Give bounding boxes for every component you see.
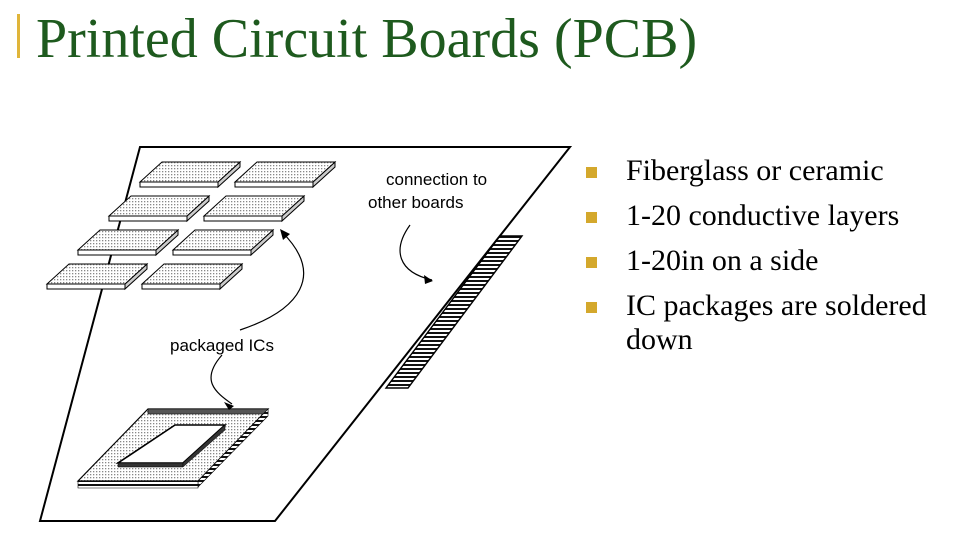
ic-chip (107, 194, 211, 223)
title-accent-bar (17, 14, 20, 58)
ic-chip (138, 160, 242, 189)
square-bullet-icon (586, 167, 597, 178)
square-bullet-icon (586, 212, 597, 223)
ic-chip (202, 194, 306, 223)
slide-title: Printed Circuit Boards (PCB) (36, 8, 698, 70)
edge-connector (384, 235, 524, 389)
label-connection-line1: connection to (386, 170, 487, 189)
large-ic-package (76, 408, 270, 489)
bullet-item: IC packages are soldered down (586, 289, 971, 357)
label-connection-line2: other boards (368, 193, 463, 212)
bullet-item: 1-20in on a side (586, 244, 971, 278)
square-bullet-icon (586, 302, 597, 313)
bullet-item: 1-20 conductive layers (586, 199, 971, 233)
arrow-to-chips (239, 231, 304, 331)
ic-chip (171, 228, 275, 257)
label-packaged-ics: packaged ICs (170, 336, 274, 355)
ic-chip (45, 262, 149, 291)
arrow-to-connector (399, 224, 433, 281)
ic-chip-grid (45, 160, 337, 291)
arrow-to-package (210, 354, 233, 405)
bullet-item: Fiberglass or ceramic (586, 154, 971, 188)
ic-chip (140, 262, 244, 291)
ic-chip (76, 228, 180, 257)
ic-chip (233, 160, 337, 189)
bullet-list: Fiberglass or ceramic 1-20 conductive la… (586, 154, 971, 368)
pcb-diagram: connection to other boards packaged ICs (38, 146, 573, 522)
square-bullet-icon (586, 257, 597, 268)
